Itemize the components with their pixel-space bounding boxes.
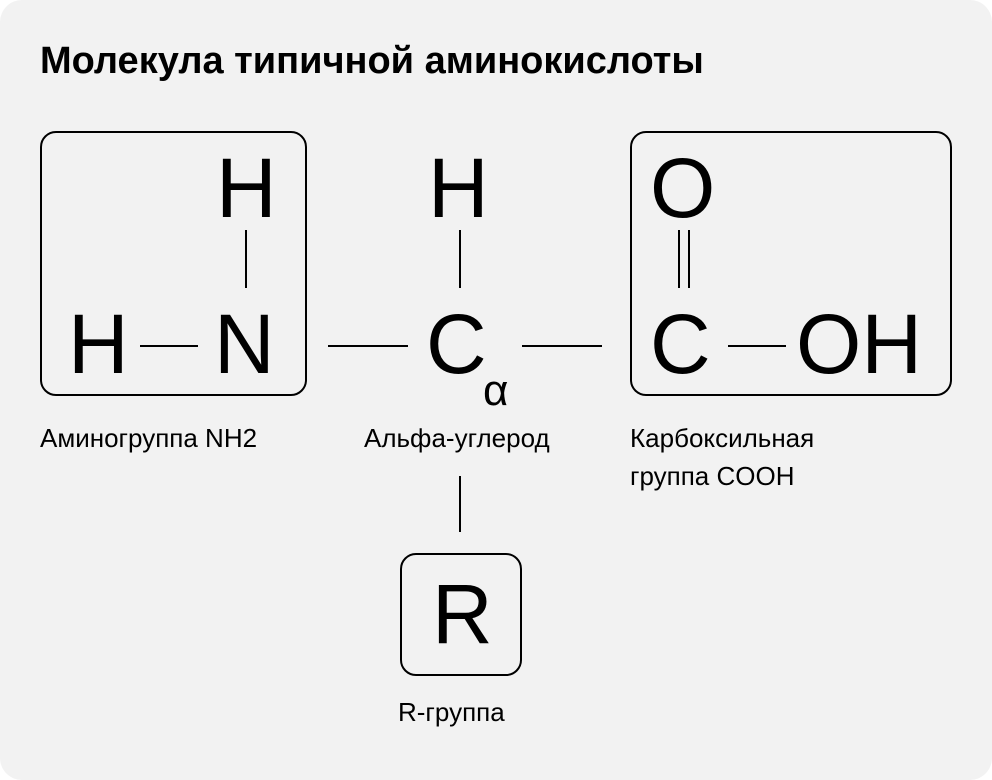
atom-n: N xyxy=(214,297,275,391)
r-group-box xyxy=(400,553,522,676)
label-amino: Аминогруппа NH2 xyxy=(40,423,258,453)
bond xyxy=(522,345,602,347)
bond xyxy=(688,230,690,288)
atom-c: C xyxy=(650,297,711,391)
alpha-subscript: α xyxy=(483,366,509,415)
bond xyxy=(459,230,461,288)
label-alpha: Альфа-углерод xyxy=(364,423,550,453)
bond xyxy=(459,476,461,532)
atom-h: H xyxy=(68,297,129,391)
bond xyxy=(245,230,247,288)
label-carboxyl-1: Карбоксильная xyxy=(630,423,815,453)
bond xyxy=(678,230,680,288)
atom-o: O xyxy=(650,141,716,235)
bond xyxy=(728,345,786,347)
atom-oh: OH xyxy=(796,297,922,391)
carboxyl-group-box xyxy=(630,131,952,396)
label-carboxyl-2: группа COOH xyxy=(630,461,795,491)
amino-group-box xyxy=(40,131,307,396)
title: Молекула типичной аминокислоты xyxy=(40,40,704,82)
atom-r: R xyxy=(432,567,493,661)
atom-c-alpha: C xyxy=(426,297,487,391)
label-r: R-группа xyxy=(398,697,505,727)
bond xyxy=(140,345,198,347)
atom-h: H xyxy=(428,141,489,235)
atom-h: H xyxy=(216,141,277,235)
bond xyxy=(328,345,408,347)
